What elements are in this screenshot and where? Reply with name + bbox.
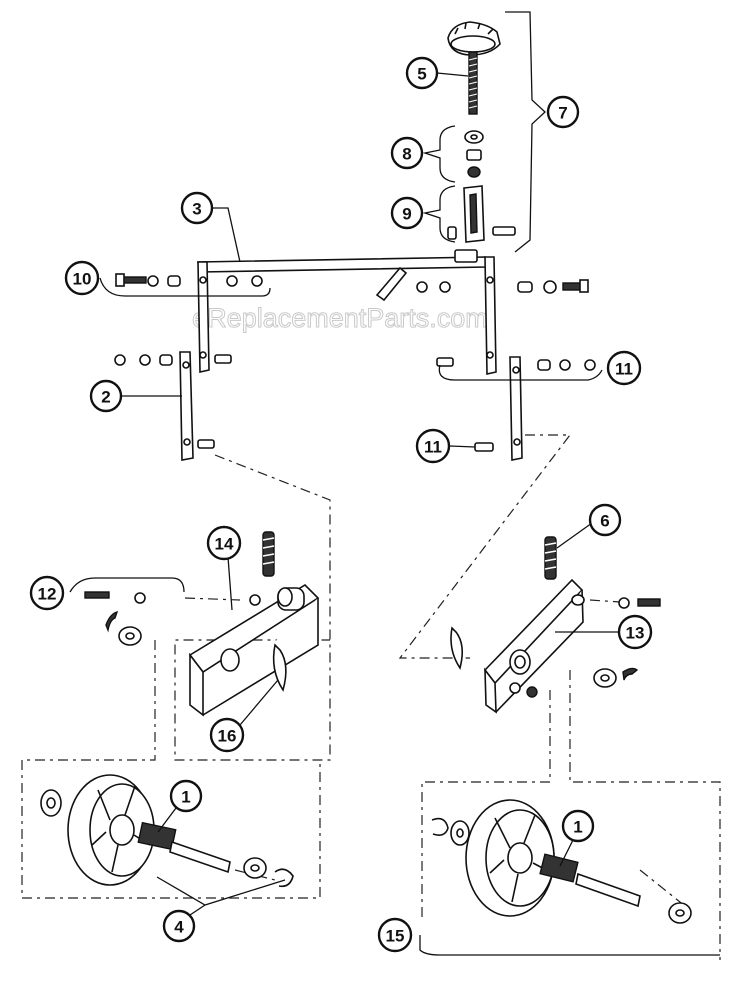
svg-text:8: 8 <box>402 145 411 164</box>
callout-11-upper: 11 <box>606 350 642 386</box>
callout-5: 5 <box>405 56 439 90</box>
right-axle-thread <box>539 853 579 883</box>
callout-11-lower: 11 <box>415 428 451 464</box>
callout-14: 14 <box>206 525 242 561</box>
callout-8: 8 <box>390 136 424 170</box>
svg-text:14: 14 <box>215 535 234 554</box>
callout-6: 6 <box>588 503 622 537</box>
left-wheel-assembly <box>40 774 294 888</box>
svg-text:2: 2 <box>101 388 110 407</box>
right-upright-arm <box>436 356 596 461</box>
svg-text:11: 11 <box>424 438 442 457</box>
svg-text:5: 5 <box>417 65 426 84</box>
svg-text:3: 3 <box>192 200 201 219</box>
left-upright-arm <box>114 351 232 461</box>
callout-3: 3 <box>180 191 214 225</box>
washer-nut-set <box>464 130 484 178</box>
left-axle-thread <box>137 821 177 851</box>
callout-1-left: 1 <box>169 779 203 813</box>
svg-text:11: 11 <box>615 360 633 379</box>
callout-2: 2 <box>89 379 123 413</box>
callout-labels: 5 7 8 9 3 10 2 11 11 6 14 12 13 16 1 4 1… <box>29 56 653 953</box>
svg-text:10: 10 <box>73 270 92 289</box>
svg-text:9: 9 <box>402 205 411 224</box>
right-hardware-row <box>416 279 589 294</box>
left-spring-plate-assembly <box>84 531 320 717</box>
svg-text:1: 1 <box>181 788 190 807</box>
callout-16: 16 <box>209 717 245 753</box>
pivot-bracket <box>447 185 516 243</box>
callout-9: 9 <box>390 196 424 230</box>
svg-text:1: 1 <box>573 818 582 837</box>
svg-text:4: 4 <box>174 918 184 937</box>
leader-lines <box>69 11 720 956</box>
svg-text:6: 6 <box>600 512 609 531</box>
svg-text:12: 12 <box>38 585 57 604</box>
right-wheel-assembly <box>431 799 692 924</box>
svg-text:16: 16 <box>218 727 237 746</box>
callout-7: 7 <box>546 95 580 129</box>
callout-12: 12 <box>29 575 65 611</box>
left-hardware-row <box>115 273 263 287</box>
svg-text:13: 13 <box>626 624 645 643</box>
handle-frame <box>197 249 497 375</box>
right-spring-plate-assembly <box>450 536 661 714</box>
svg-text:15: 15 <box>386 927 405 946</box>
callout-15: 15 <box>377 917 413 953</box>
callout-4: 4 <box>162 909 196 943</box>
adjustment-knob-assembly <box>447 21 501 115</box>
watermark-text: eReplacementParts.com <box>192 303 488 333</box>
callout-13: 13 <box>617 614 653 650</box>
callout-10: 10 <box>64 260 100 296</box>
svg-text:7: 7 <box>558 104 567 123</box>
callout-1-right: 1 <box>561 809 595 843</box>
assembly-guide-lines <box>21 434 721 960</box>
